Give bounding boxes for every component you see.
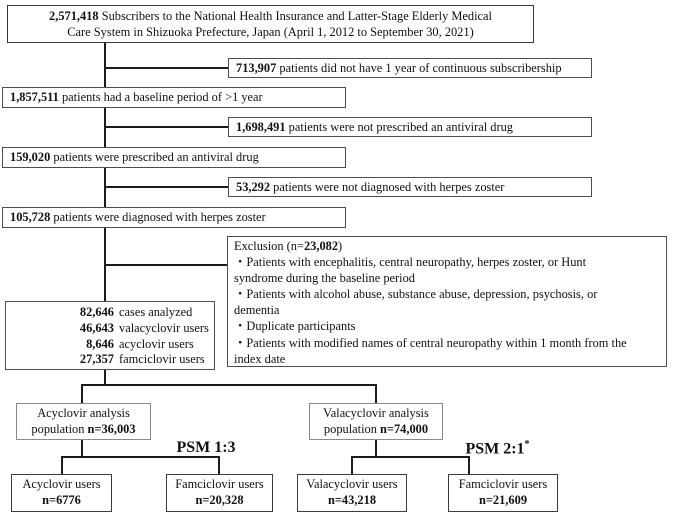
connector-spine-lower (104, 369, 106, 386)
connector-branch-subscribership (104, 67, 228, 69)
valacyclovir-users-n: n=43,218 (327, 493, 377, 507)
box-exclusion-criteria: Exclusion (n=23,082) ・Patients with ence… (227, 236, 667, 367)
exclusion-line: ・Patients with encephalitis, central neu… (234, 255, 587, 270)
box-excluded-no-antiviral: 1,698,491 patients were not prescribed a… (228, 117, 592, 137)
famciclovir-users-right-label: Famciclovir users (458, 477, 548, 491)
connector-drop-acyclovir-analysis (81, 384, 83, 403)
box-diagnosed-herpes-zoster: 105,728 patients were diagnosed with her… (2, 207, 346, 228)
psm-ratio-label-right: PSM 2:1* (465, 439, 530, 458)
exclusion-line: dementia (234, 303, 280, 318)
connector-branch-antiviral (104, 126, 228, 128)
exclusion-line: index date (234, 351, 286, 366)
box-valacyclovir-users: Valacyclovir users n=43,218 (297, 474, 407, 512)
connector-right-sub-drop2 (468, 456, 470, 474)
connector-right-sub-split (351, 456, 470, 458)
valacyclovir-users-label: Valacyclovir users (306, 477, 398, 491)
connector-left-sub-split (61, 456, 220, 458)
famciclovir-users-left-n: n=20,328 (195, 493, 244, 507)
connector-left-sub-drop2 (218, 456, 220, 474)
connector-branch-exclusion (104, 264, 227, 266)
valacyclovir-analysis-line1: Valacyclovir analysis (323, 406, 429, 420)
box-excluded-no-subscribership: 713,907 patients did not have 1 year of … (228, 58, 592, 78)
connector-right-sub-stem (375, 438, 377, 458)
connector-main-split (81, 384, 377, 386)
famciclovir-users-right-n: n=21,609 (478, 493, 528, 507)
exclusion-line: ・Duplicate participants (234, 319, 356, 334)
connector-left-sub-stem (81, 438, 83, 458)
connector-left-sub-drop1 (61, 456, 63, 474)
box-prescribed-antiviral: 159,020 patients were prescribed an anti… (2, 147, 346, 168)
psm-footnote-asterisk: * (524, 439, 530, 450)
exclusion-line: syndrome during the baseline period (234, 271, 415, 286)
box-famciclovir-users-left: Famciclovir users n=20,328 (166, 474, 273, 512)
acyclovir-analysis-line1: Acyclovir analysis (37, 406, 130, 420)
box-baseline-period: 1,857,511 patients had a baseline period… (2, 87, 346, 108)
acyclovir-users-label: Acyclovir users (22, 477, 101, 491)
connector-branch-herpes (104, 186, 228, 188)
valacyclovir-analysis-line2: population n=74,000 (323, 422, 429, 436)
connector-right-sub-drop1 (351, 456, 353, 474)
box-acyclovir-users: Acyclovir users n=6776 (11, 474, 112, 512)
subscribers-line2: Care System in Shizuoka Prefecture, Japa… (67, 25, 474, 39)
box-acyclovir-analysis-population: Acyclovir analysis population n=36,003 (16, 403, 151, 440)
connector-spine (104, 41, 106, 302)
acyclovir-analysis-line2: population n=36,003 (31, 422, 136, 436)
exclusion-title: Exclusion (n=23,082) (234, 239, 343, 253)
box-valacyclovir-analysis-population: Valacyclovir analysis population n=74,00… (309, 403, 443, 440)
exclusion-line: ・Patients with alcohol abuse, substance … (234, 287, 598, 302)
acyclovir-users-n: n=6776 (42, 493, 81, 507)
box-famciclovir-users-right: Famciclovir users n=21,609 (448, 474, 558, 512)
subscribers-line1: 2,571,418 Subscribers to the National He… (49, 9, 492, 23)
psm-ratio-label-left: PSM 1:3 (176, 439, 236, 456)
exclusion-line: ・Patients with modified names of central… (234, 335, 627, 350)
box-excluded-no-herpes-diagnosis: 53,292 patients were not diagnosed with … (228, 177, 592, 197)
famciclovir-users-left-label: Famciclovir users (175, 477, 264, 491)
box-subscribers-total: 2,571,418 Subscribers to the National He… (7, 5, 534, 43)
connector-drop-valacyclovir-analysis (375, 384, 377, 403)
